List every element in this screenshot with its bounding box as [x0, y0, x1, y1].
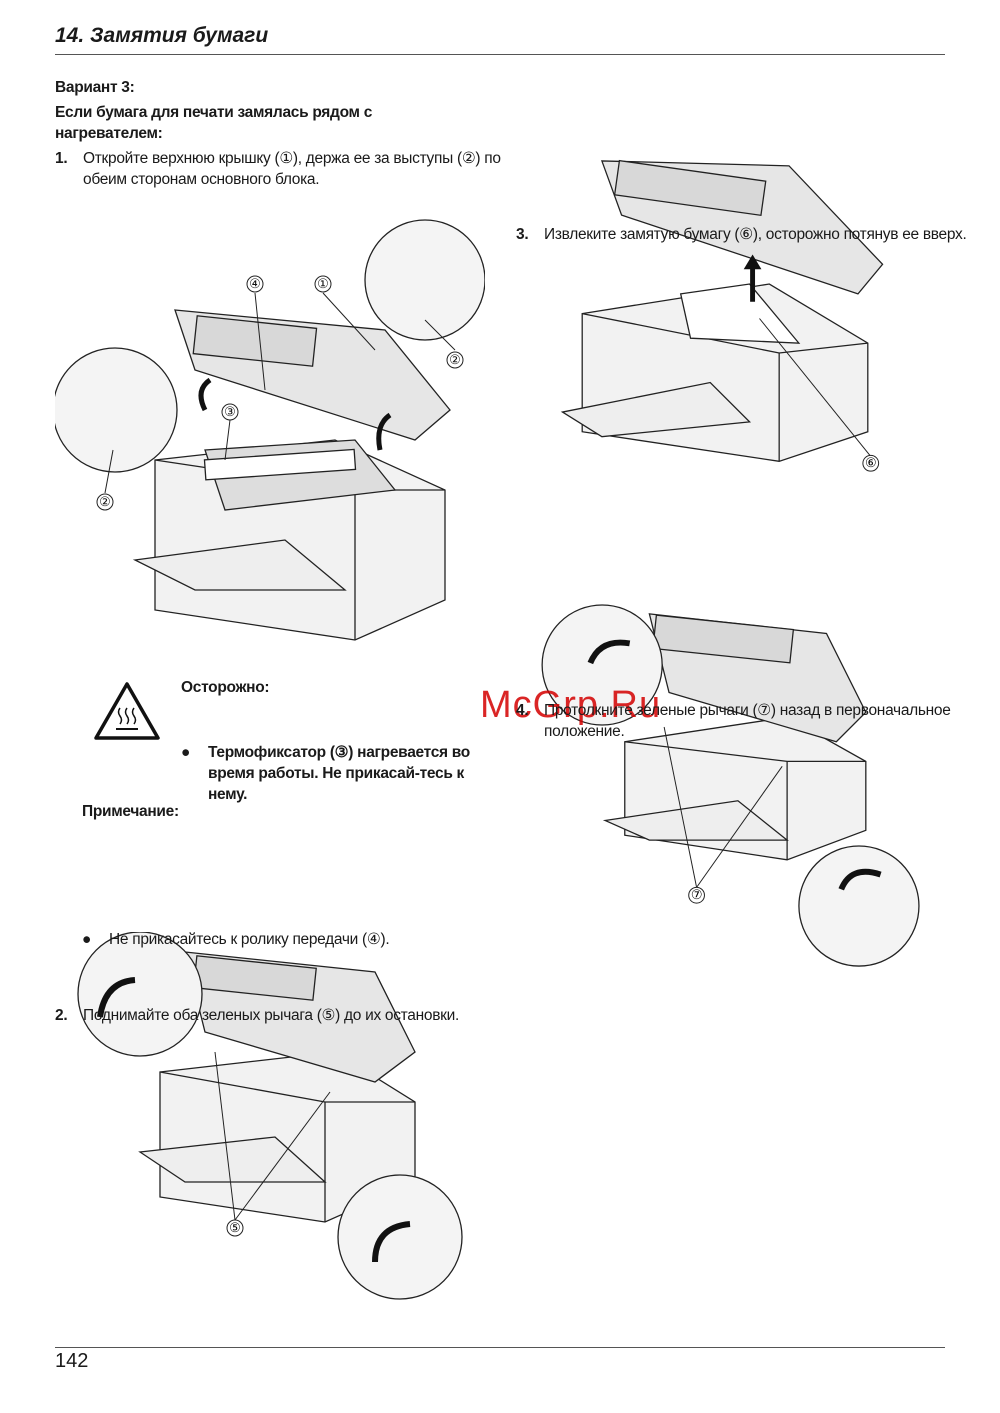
- figure-open-top-cover: ④ ① ② ③ ②: [55, 219, 485, 641]
- figure-remove-jammed-paper: ⑥: [560, 159, 884, 472]
- watermark: McGrp.Ru: [480, 684, 662, 726]
- callout-3: ③: [224, 404, 236, 419]
- step-2: 2. Поднимайте оба зеленых рычага (⑤) до …: [55, 1005, 523, 1026]
- step-4: 4. Протолкните зеленые рычаги (⑦) назад …: [516, 700, 974, 742]
- zoom-inset-lever: [541, 604, 663, 726]
- callout-1: ①: [317, 276, 329, 291]
- variant-heading: Вариант 3:: [55, 79, 135, 96]
- note-item: ● Не прикасайтесь к ролику передачи (④).: [82, 929, 509, 950]
- zoom-inset-lever: [337, 1174, 463, 1300]
- callout-7: ⑦: [691, 887, 702, 902]
- step-text: Откройте верхнюю крышку (①), держа ее за…: [83, 150, 501, 188]
- arrow-up-icon: [198, 377, 212, 412]
- zoom-inset-lever: [77, 932, 203, 1057]
- figure-lift-green-levers: ⑤: [77, 932, 463, 1300]
- arrow-down-icon: [838, 868, 882, 891]
- step-text: Протолкните зеленые рычаги (⑦) назад в п…: [544, 702, 951, 740]
- zoom-inset-hand: [55, 347, 178, 473]
- note-text: Не прикасайтесь к ролику передачи (④).: [109, 931, 390, 948]
- callout-4: ④: [249, 276, 261, 291]
- callout-5: ⑤: [229, 1220, 241, 1235]
- step-number: 3.: [516, 226, 529, 243]
- caution-item: ● Термофиксатор (③) нагревается во время…: [181, 742, 473, 805]
- step-3: 3. Извлеките замятую бумагу (⑥), осторож…: [516, 224, 974, 245]
- arrow-up-icon: [97, 977, 136, 1018]
- caution-title: Осторожно:: [181, 679, 270, 696]
- callout-2: ②: [99, 494, 111, 509]
- zoom-inset-lever: [798, 845, 920, 967]
- arrow-up-icon: [743, 254, 762, 270]
- page-number: 142: [55, 1350, 89, 1372]
- callout-2: ②: [449, 352, 461, 367]
- caution-text: Термофиксатор (③) нагревается во время р…: [208, 744, 470, 803]
- bullet: ●: [82, 931, 92, 948]
- page-title: 14. Замятия бумаги: [55, 24, 269, 47]
- step-number: 4.: [516, 702, 529, 719]
- step-number: 1.: [55, 150, 68, 167]
- step-1: 1. Откройте верхнюю крышку (①), держа ее…: [55, 148, 513, 190]
- footer-rule: [55, 1347, 945, 1348]
- arrow-up-icon: [372, 1221, 411, 1263]
- hot-surface-warning-icon: [94, 682, 160, 740]
- step-number: 2.: [55, 1007, 68, 1024]
- arrow-down-icon: [587, 639, 631, 665]
- arrow-up-icon: [376, 412, 392, 451]
- step-text: Поднимайте оба зеленых рычага (⑤) до их …: [83, 1007, 459, 1024]
- section-subtitle: Если бумага для печати замялась рядом с …: [55, 104, 373, 142]
- bullet: ●: [181, 744, 191, 761]
- note-title: Примечание:: [82, 803, 179, 820]
- header-rule: [55, 54, 945, 55]
- callout-6: ⑥: [865, 455, 876, 470]
- zoom-inset-hand: [364, 219, 485, 341]
- figure-push-levers-back: ⑦: [541, 604, 920, 967]
- step-text: Извлеките замятую бумагу (⑥), осторожно …: [544, 226, 967, 243]
